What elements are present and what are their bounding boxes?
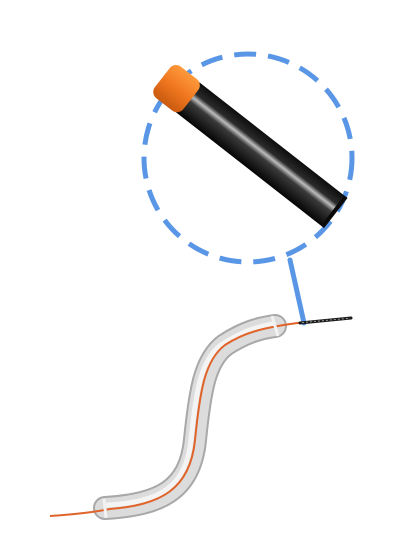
callout-connector-line <box>287 257 307 326</box>
guidewire-tip-texture <box>301 317 351 324</box>
magnified-guidewire <box>153 64 348 228</box>
magnifier-circle <box>141 51 355 265</box>
catheter-sheath-highlight <box>105 321 275 508</box>
magnified-wire-end <box>320 195 348 228</box>
magnified-orange-tip <box>153 64 200 113</box>
sheath-end-cap-distal <box>270 315 280 337</box>
catheter-sheath <box>95 316 285 518</box>
magnified-wire-body <box>174 81 348 228</box>
catheter-assembly <box>49 314 353 520</box>
magnified-view <box>141 51 355 326</box>
sheath-end-cap-proximal <box>102 498 108 519</box>
